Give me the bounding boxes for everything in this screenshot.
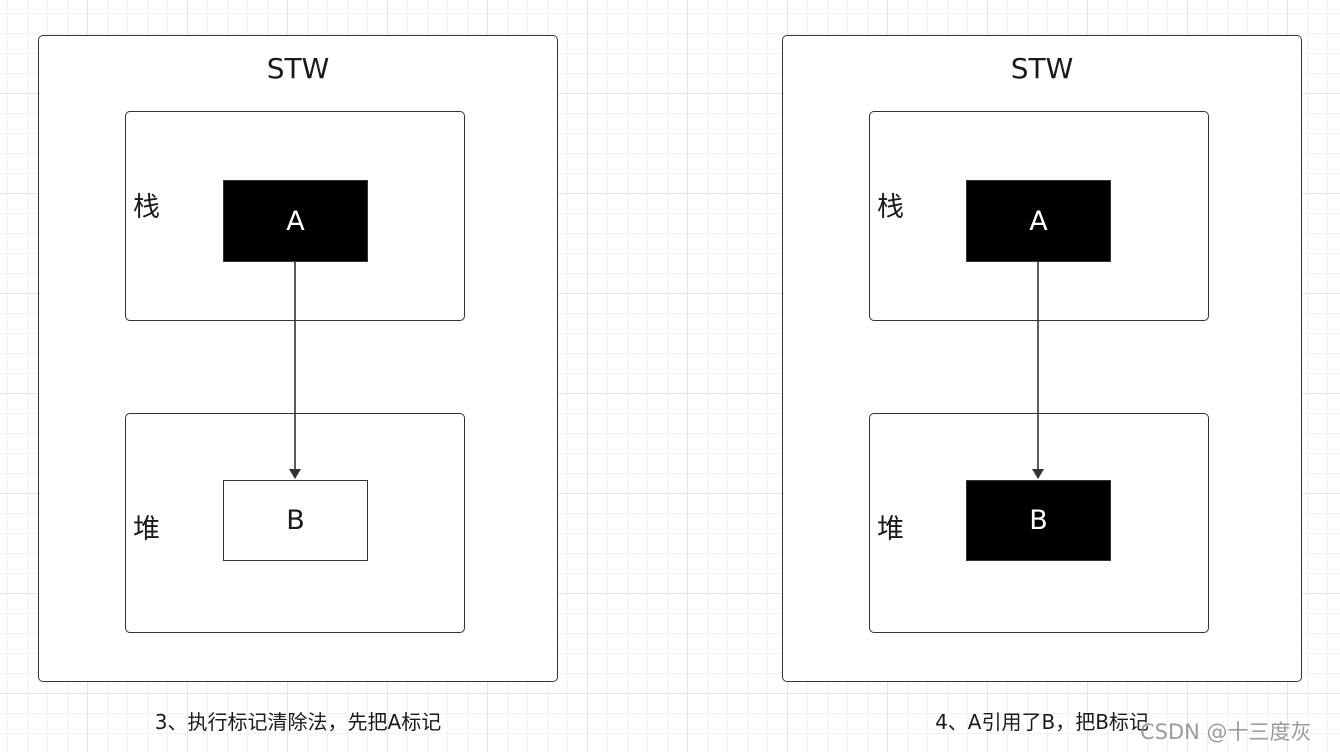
panel-1-node-a: A xyxy=(223,180,368,262)
watermark: CSDN @十三度灰 xyxy=(1140,720,1312,744)
panel-1-stack-label: 栈 xyxy=(133,192,160,223)
panel-2-node-b: B xyxy=(966,480,1111,561)
panel-2-caption: 4、A引用了B，把B标记 xyxy=(935,710,1149,734)
panel-2-heap-label: 堆 xyxy=(877,514,904,545)
panel-1-node-b: B xyxy=(223,480,368,561)
panel-2-title: STW xyxy=(1010,52,1074,85)
panel-2-stack-label: 栈 xyxy=(877,192,904,223)
panel-1-title: STW xyxy=(266,52,330,85)
panel-1-caption: 3、执行标记清除法，先把A标记 xyxy=(154,710,442,734)
panel-1-heap-label: 堆 xyxy=(133,514,160,545)
panel-2-node-a: A xyxy=(966,180,1111,262)
